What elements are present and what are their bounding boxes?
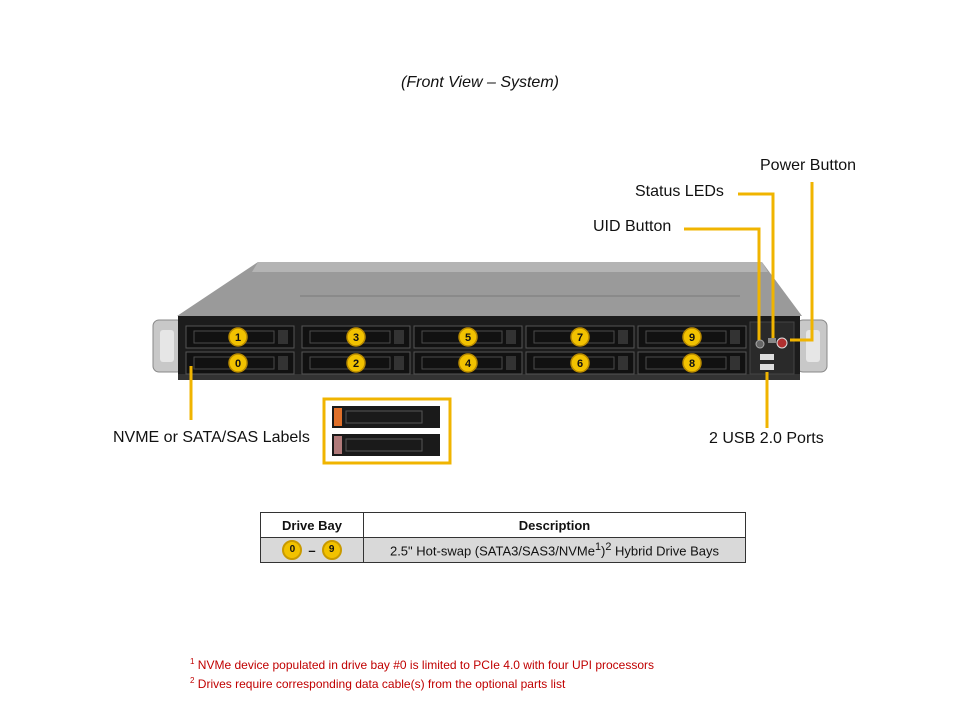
drive-tray-latch bbox=[506, 330, 516, 344]
bay-number-label: 1 bbox=[235, 332, 241, 344]
bay-number-marker bbox=[682, 327, 702, 347]
bay-number-marker bbox=[570, 327, 590, 347]
chassis-top-panel bbox=[177, 262, 802, 316]
header-drive-bay: Drive Bay bbox=[260, 512, 364, 538]
drive-tray-latch bbox=[278, 330, 288, 344]
drive-tray-latch bbox=[506, 356, 516, 370]
uid-button-label: UID Button bbox=[593, 218, 672, 235]
drive-tray-latch bbox=[278, 356, 288, 370]
drive-tray-latch bbox=[394, 330, 404, 344]
drive-tray-latch bbox=[730, 330, 740, 344]
bay-number-marker bbox=[346, 327, 366, 347]
footnote-2: 2 Drives require corresponding data cabl… bbox=[190, 676, 566, 691]
description-prefix: 2.5" Hot-swap (SATA3/SAS3/NVMe bbox=[389, 543, 595, 559]
bay-number-label: 7 bbox=[577, 332, 583, 344]
bay-number-label: 3 bbox=[353, 332, 359, 344]
drive-tray-latch bbox=[618, 330, 628, 344]
drive-bays: 1 3 5 7 9 0 2 4 6 8 bbox=[185, 325, 747, 375]
bay-number-label: 4 bbox=[465, 358, 472, 370]
header-description: Description bbox=[363, 512, 746, 538]
bay-number-marker bbox=[458, 353, 478, 373]
usb-port-2 bbox=[760, 364, 774, 370]
usb-ports-label: 2 USB 2.0 Ports bbox=[709, 430, 824, 447]
footnotes: 1 NVMe device populated in drive bay #0 … bbox=[190, 654, 654, 692]
bay-end-bubble: 9 bbox=[321, 540, 342, 560]
usb-port-1 bbox=[760, 354, 774, 360]
bay-start-bubble: 0 bbox=[282, 540, 303, 560]
chassis-top-shade bbox=[252, 262, 768, 272]
power-button-label: Power Button bbox=[760, 157, 857, 174]
bay-number-marker bbox=[682, 353, 702, 373]
table-header-row: Drive Bay Description bbox=[260, 512, 746, 538]
bay-number-label: 9 bbox=[689, 332, 695, 344]
diagram-caption: (Front View – System) bbox=[401, 74, 559, 91]
bay-number-label: 0 bbox=[235, 358, 241, 370]
bay-number-label: 5 bbox=[465, 332, 471, 344]
uid-button-callout-line bbox=[684, 227, 761, 340]
drive-bay-table: Drive Bay Description 0–9 2.5" Hot-swap … bbox=[260, 512, 746, 563]
bay-number-label: 6 bbox=[577, 358, 583, 370]
status-leds-shape bbox=[768, 338, 776, 343]
drive-labels-label: NVME or SATA/SAS Labels bbox=[113, 429, 310, 446]
bay-number-label: 2 bbox=[353, 358, 359, 370]
footnote-ref-2: 2 bbox=[605, 541, 612, 554]
bay-number-marker bbox=[570, 353, 590, 373]
bay-number-marker bbox=[228, 353, 248, 373]
table-row: 0–9 2.5" Hot-swap (SATA3/SAS3/NVMe1)2 Hy… bbox=[260, 537, 746, 563]
drive-bay-description-cell: 2.5" Hot-swap (SATA3/SAS3/NVMe1)2 Hybrid… bbox=[363, 537, 746, 563]
power-button-shape bbox=[776, 337, 788, 349]
uid-button-shape bbox=[755, 339, 765, 349]
status-leds-label: Status LEDs bbox=[635, 183, 724, 200]
footnote-1: 1 NVMe device populated in drive bay #0 … bbox=[190, 657, 655, 672]
description-suffix: Hybrid Drive Bays bbox=[611, 543, 720, 559]
status-leds-callout-line bbox=[738, 192, 775, 338]
drive-bay-range-cell: 0–9 bbox=[260, 537, 364, 563]
bay-number-marker bbox=[458, 327, 478, 347]
power-button-callout-line bbox=[790, 182, 814, 342]
bay-range-separator: – bbox=[308, 542, 316, 558]
bay-number-label: 8 bbox=[689, 358, 695, 370]
drive-tray-latch bbox=[730, 356, 740, 370]
bay-number-marker bbox=[346, 353, 366, 373]
drive-tray-latch bbox=[618, 356, 628, 370]
bay-number-marker bbox=[228, 327, 248, 347]
footnote-ref-1: 1 bbox=[594, 541, 601, 554]
description-mid: ) bbox=[601, 543, 606, 559]
drive-tray-latch bbox=[394, 356, 404, 370]
